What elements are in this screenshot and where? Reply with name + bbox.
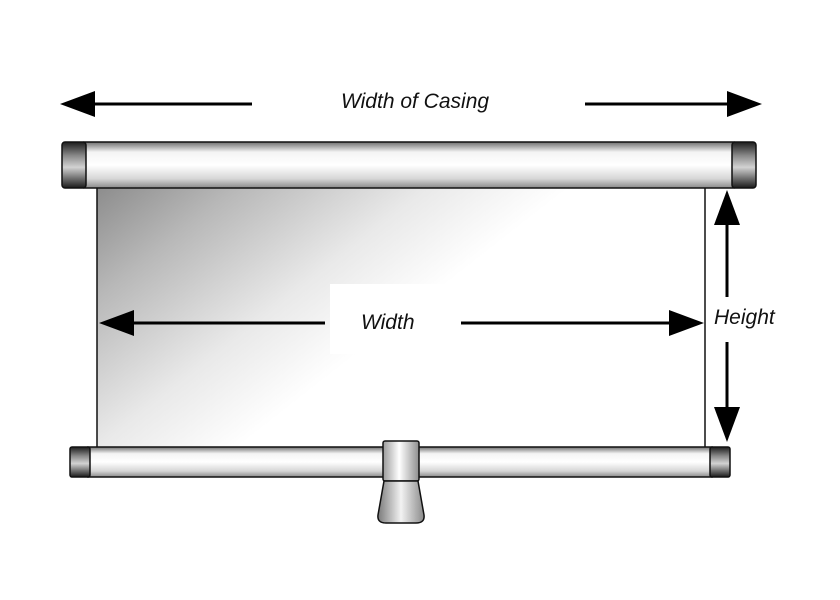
screen-height-arrow [714,190,740,442]
height-arrow-bottom-head [714,407,740,442]
pull-handle [377,480,425,524]
bottom-bar-right-cap [709,446,731,478]
height-arrow-top-head [714,190,740,225]
bottom-bar [69,440,731,524]
width-label-backdrop [330,284,454,354]
width-of-casing-label: Width of Casing [341,90,490,113]
width-label: Width [361,311,415,334]
handle-clip [382,440,420,482]
width-arrow-right-head [669,310,704,336]
top-casing [61,141,757,189]
top-casing-left-cap [61,141,87,189]
casing-arrow-right-head [727,91,762,117]
top-casing-tube [83,141,735,189]
height-label: Height [714,306,775,329]
top-casing-right-cap [731,141,757,189]
bottom-bar-left-cap [69,446,91,478]
casing-arrow-left-head [60,91,95,117]
width-arrow-left-head [99,310,134,336]
screen-width-arrow [99,310,704,336]
casing-width-arrow [60,91,762,117]
